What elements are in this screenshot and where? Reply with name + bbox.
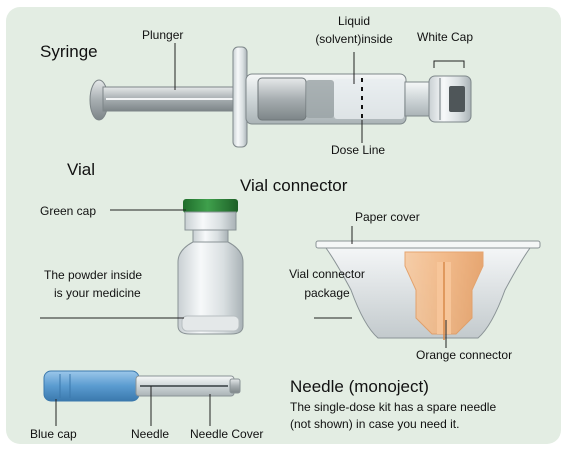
powder-label-line2: is your medicine [54,286,141,300]
vial-connector-title: Vial connector [240,176,347,196]
needle-illustration [44,371,240,401]
liquid-label-line2: (solvent)inside [296,32,412,46]
vial-illustration [178,199,243,334]
needle-title: Needle (monoject) [290,377,429,397]
paper-cover-label: Paper cover [355,210,420,224]
liquid-label-line1: Liquid [296,14,412,28]
powder-label-line1: The powder inside [44,268,142,282]
needle-note-line1: The single-dose kit has a spare needle [290,400,496,414]
orange-connector-label: Orange connector [416,348,512,362]
vial-leaders [40,210,186,318]
package-label-line1: Vial connector [276,267,378,281]
syringe-title: Syringe [40,42,98,62]
white-cap-label: White Cap [417,30,473,44]
package-label-line2: package [276,286,378,300]
syringe-illustration [90,47,471,147]
needle-label: Needle [131,427,169,441]
dose-line-label: Dose Line [331,143,385,157]
plunger-label: Plunger [142,28,183,42]
vial-title: Vial [67,160,95,180]
blue-cap-label: Blue cap [30,427,77,441]
green-cap-label: Green cap [40,204,96,218]
needle-note-line2: (not shown) in case you need it. [290,417,459,431]
needle-cover-label: Needle Cover [190,427,263,441]
